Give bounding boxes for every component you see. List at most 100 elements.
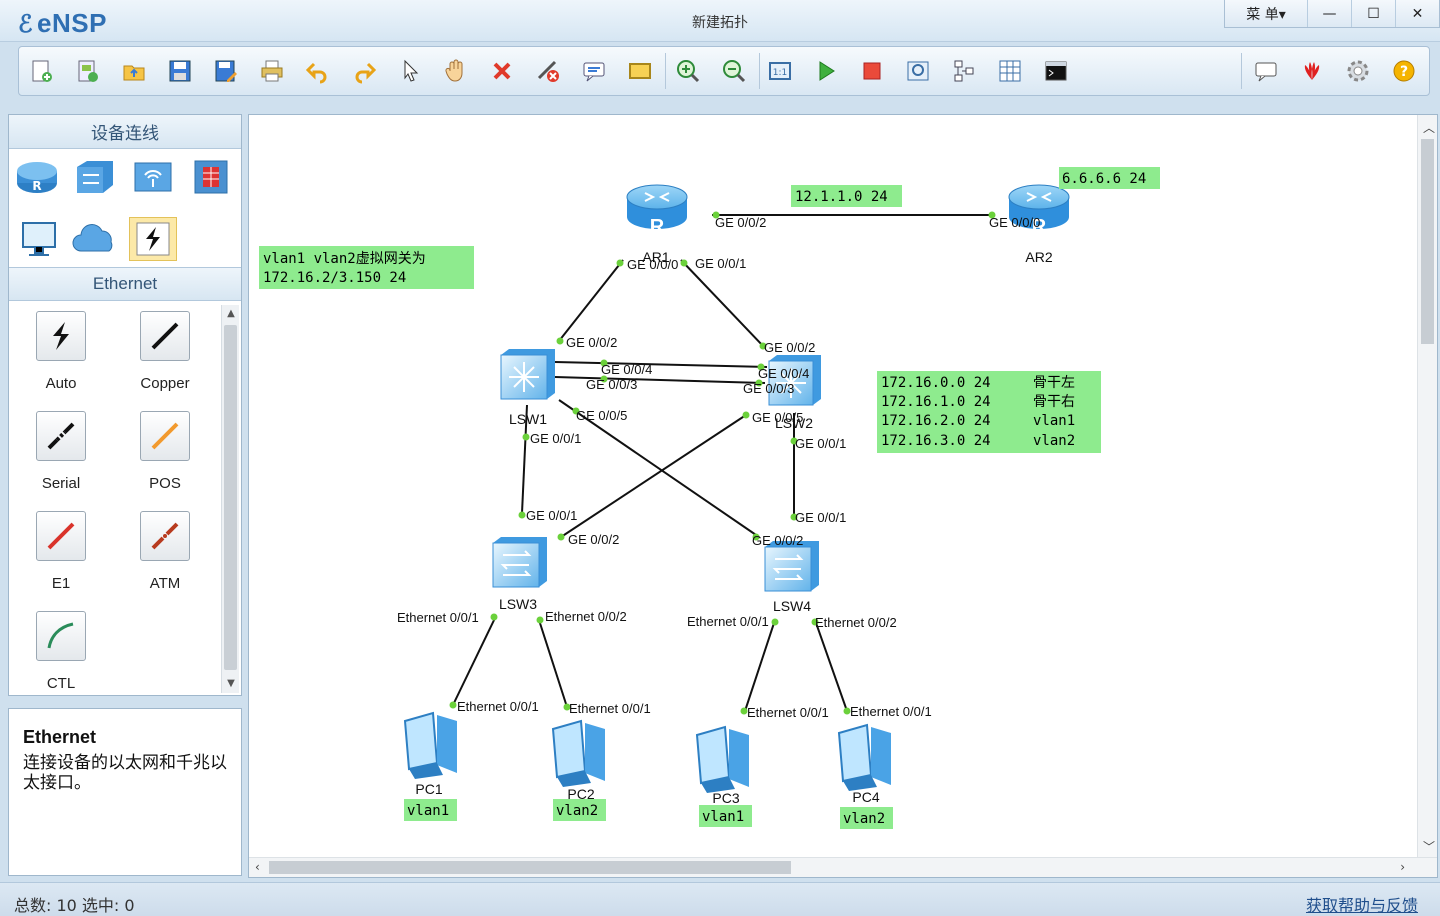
switch-icon[interactable]: [71, 155, 119, 199]
scroll-thumb[interactable]: [224, 325, 237, 670]
cable-e1[interactable]: E1: [9, 511, 113, 611]
pc3[interactable]: PC3: [695, 725, 749, 806]
stop-devices-icon[interactable]: [857, 56, 887, 86]
link-lsw1-lsw2-g3[interactable]: [554, 376, 766, 384]
select-icon[interactable]: [395, 56, 425, 86]
note-ar2-loopback[interactable]: 6.6.6.6 24: [1059, 167, 1160, 189]
scroll-down-icon[interactable]: ▼: [227, 678, 235, 689]
device-label-lsw3: LSW3: [499, 596, 537, 612]
note-pc2-vlan[interactable]: vlan2: [553, 799, 606, 821]
link-lsw1-lsw3[interactable]: [521, 404, 528, 514]
link-lsw3-pc1[interactable]: [452, 615, 497, 706]
capture-icon[interactable]: [903, 56, 933, 86]
note-link-ar[interactable]: 12.1.1.0 24: [791, 185, 902, 207]
huawei-icon[interactable]: [1297, 56, 1327, 86]
settings-icon[interactable]: [1343, 56, 1373, 86]
new-topology-icon[interactable]: [27, 56, 57, 86]
pc1[interactable]: PC1: [403, 711, 457, 797]
redo-icon[interactable]: [349, 56, 379, 86]
scroll-right-icon[interactable]: ›: [1400, 860, 1405, 874]
cable-serial[interactable]: Serial: [9, 411, 113, 511]
link-ar1-lsw1[interactable]: [558, 259, 624, 342]
start-devices-icon[interactable]: [811, 56, 841, 86]
connection-icon[interactable]: [129, 217, 177, 261]
print-icon[interactable]: [257, 56, 287, 86]
switch-lsw1[interactable]: LSW1: [500, 349, 555, 427]
scroll-down-icon[interactable]: ﹀: [1423, 840, 1436, 854]
note-pc4-vlan[interactable]: vlan2: [840, 807, 893, 829]
menu-button[interactable]: 菜 单▾: [1246, 6, 1286, 23]
help-feedback-link[interactable]: 获取帮助与反馈: [1305, 896, 1418, 915]
port-labels: GE 0/0/2 GE 0/0/0 GE 0/0/0 GE 0/0/1 GE 0…: [397, 215, 1040, 720]
scroll-thumb[interactable]: [1421, 139, 1434, 344]
port-label: Ethernet 0/0/2: [545, 609, 627, 624]
note-pc1-vlan[interactable]: vlan1: [404, 799, 457, 821]
link-lsw2-lsw3[interactable]: [560, 414, 747, 538]
note-pc3-vlan[interactable]: vlan1: [699, 805, 752, 827]
scroll-thumb[interactable]: [269, 861, 791, 874]
copper-cable-icon: [140, 311, 190, 361]
l2-switch-icon: [492, 537, 547, 588]
close-button[interactable]: ✕: [1395, 0, 1439, 27]
save-icon[interactable]: [165, 56, 195, 86]
rectangle-icon[interactable]: [625, 56, 655, 86]
pc4[interactable]: PC4: [837, 723, 891, 805]
scroll-up-icon[interactable]: ▲: [227, 308, 235, 319]
link-lsw1-lsw2-g4[interactable]: [554, 361, 768, 368]
zoom-in-icon[interactable]: [673, 56, 703, 86]
router-ar2[interactable]: R AR2: [1008, 184, 1070, 265]
grid-icon[interactable]: [995, 56, 1025, 86]
undo-icon[interactable]: [303, 56, 333, 86]
help-icon[interactable]: ?: [1389, 56, 1419, 86]
switch-lsw2[interactable]: LSW2: [768, 355, 821, 431]
cloud-icon[interactable]: [71, 217, 119, 261]
link-lsw4-pc4[interactable]: [814, 619, 848, 712]
cable-pos[interactable]: POS: [113, 411, 217, 511]
cable-ctl[interactable]: CTL: [9, 611, 113, 711]
firewall-icon[interactable]: [187, 155, 235, 199]
minimize-button[interactable]: —: [1307, 0, 1351, 27]
pc2[interactable]: PC2: [551, 719, 605, 802]
port-label: GE 0/0/0: [989, 215, 1040, 230]
open-icon[interactable]: [119, 56, 149, 86]
delete-all-connections-icon[interactable]: [533, 56, 563, 86]
note-virtual-gateway[interactable]: vlan1 vlan2虚拟网关为 172.16.2/3.150 24: [259, 246, 474, 289]
pc-terminal-icon[interactable]: [15, 217, 63, 261]
atm-cable-icon: [140, 511, 190, 561]
note-subnets[interactable]: 172.16.0.0 24 骨干左 172.16.1.0 24 骨干右 172.…: [877, 371, 1101, 453]
link-lsw3-pc2[interactable]: [538, 619, 568, 708]
router-icon[interactable]: R: [13, 155, 61, 199]
scroll-left-icon[interactable]: ‹: [255, 860, 260, 874]
maximize-button[interactable]: ☐: [1351, 0, 1395, 27]
cable-list-scrollbar[interactable]: ▲ ▼: [221, 305, 239, 693]
fit-view-icon[interactable]: 1:1: [765, 56, 795, 86]
port-label: GE 0/0/2: [752, 533, 803, 548]
canvas-horizontal-scrollbar[interactable]: ‹ ›: [249, 857, 1437, 877]
save-as-icon[interactable]: [211, 56, 241, 86]
router-ar1[interactable]: R AR1: [626, 184, 688, 265]
pan-hand-icon[interactable]: [441, 56, 471, 86]
canvas-vertical-scrollbar[interactable]: ︿ ﹀: [1417, 115, 1437, 859]
wlan-icon[interactable]: [129, 155, 177, 199]
switch-lsw4[interactable]: LSW4: [764, 541, 819, 614]
switch-lsw3[interactable]: LSW3: [492, 537, 547, 612]
description-panel: Ethernet 连接设备的以太网和千兆以太接口。: [8, 708, 242, 876]
text-note-icon[interactable]: [579, 56, 609, 86]
cli-icon[interactable]: [1041, 56, 1071, 86]
delete-icon[interactable]: [487, 56, 517, 86]
cable-auto[interactable]: Auto: [9, 311, 113, 411]
new-example-icon[interactable]: [73, 56, 103, 86]
chat-icon[interactable]: [1251, 56, 1281, 86]
cable-atm[interactable]: ATM: [113, 511, 217, 611]
topology-diagram[interactable]: R AR1 R AR2 LSW1: [249, 115, 1419, 859]
cable-copper[interactable]: Copper: [113, 311, 217, 411]
link-lsw4-pc3[interactable]: [744, 619, 776, 712]
link-ar1-lsw2[interactable]: [680, 259, 766, 349]
zoom-out-icon[interactable]: [719, 56, 749, 86]
topology-canvas[interactable]: R AR1 R AR2 LSW1: [248, 114, 1438, 878]
link-lsw1-lsw4[interactable]: [558, 399, 760, 538]
scroll-up-icon[interactable]: ︿: [1423, 121, 1436, 135]
port-label: Ethernet 0/0/2: [815, 615, 897, 630]
description-text: 连接设备的以太网和千兆以太接口。: [23, 753, 227, 793]
topology-icon[interactable]: [949, 56, 979, 86]
